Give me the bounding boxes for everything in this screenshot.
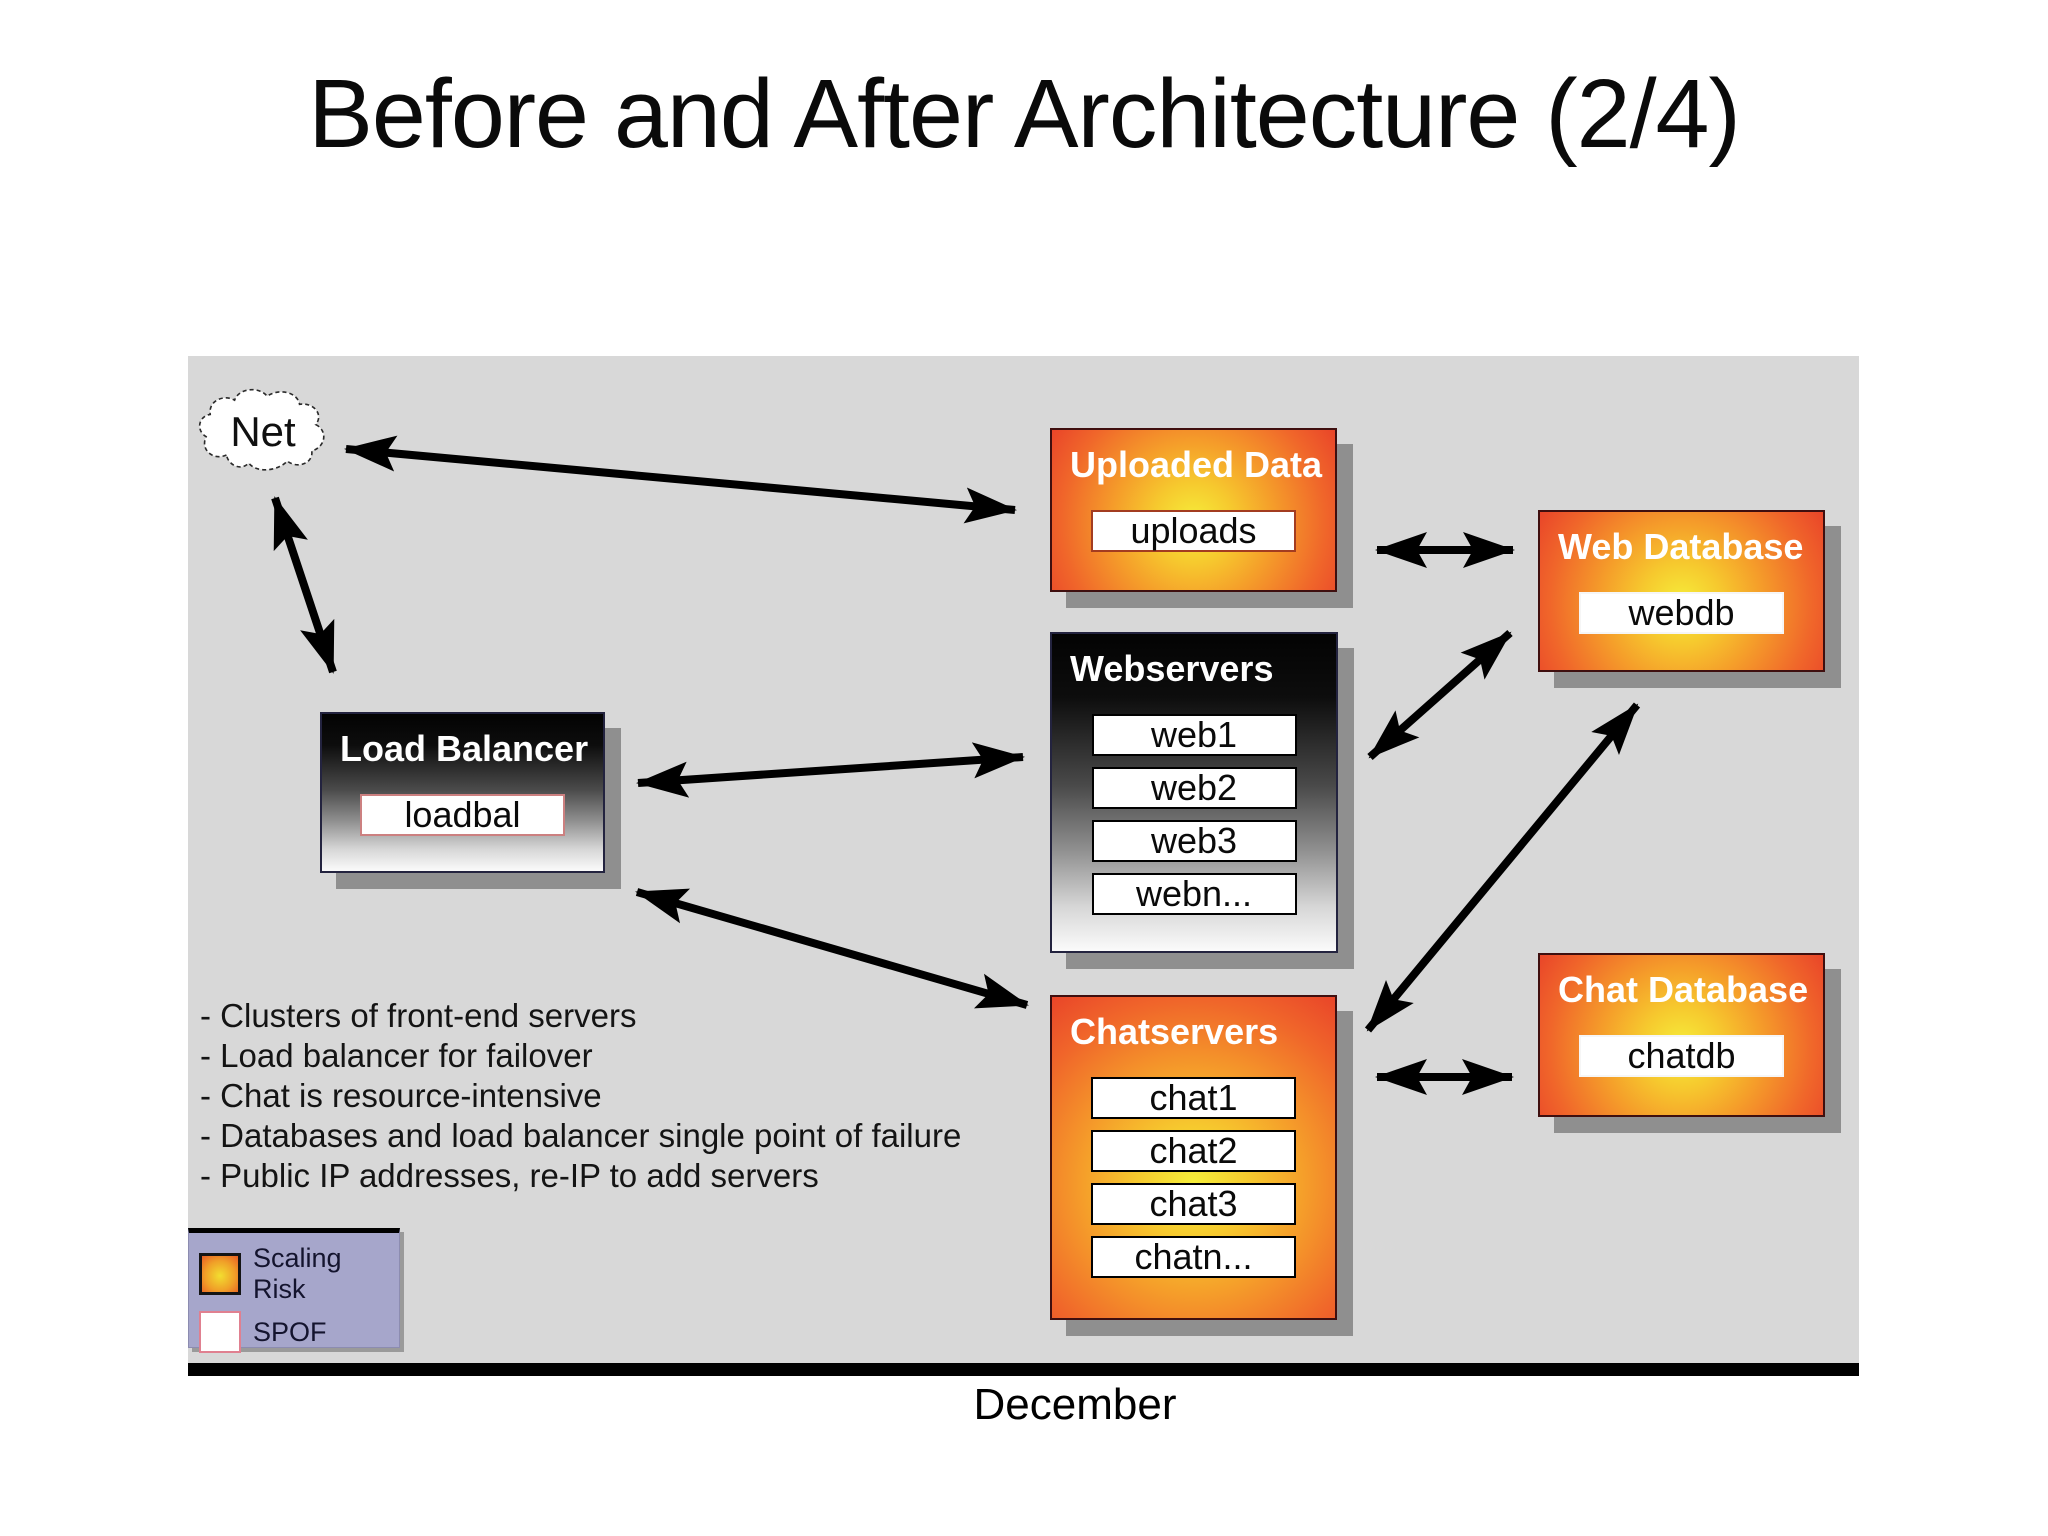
arrow-lb-webservers: [636, 742, 1025, 798]
spof-swatch: [199, 1311, 241, 1353]
arrow-chatservers-webdb: [1364, 702, 1641, 1033]
server-item: web2: [1091, 767, 1297, 809]
server-item: chat2: [1091, 1130, 1296, 1172]
server-item: chatn...: [1091, 1236, 1296, 1278]
legend-label: Scaling Risk: [253, 1243, 342, 1304]
net-cloud-label: Net: [230, 408, 296, 455]
note-line: - Databases and load balancer single poi…: [200, 1117, 962, 1154]
notes-list: - Clusters of front-end servers - Load b…: [200, 996, 1060, 1196]
arrow-net-loadbalancer: [271, 496, 337, 674]
node-title: Chat Database: [1558, 969, 1809, 1010]
server-item: webdb: [1579, 592, 1784, 634]
node-uploaded-data: Uploaded Data uploads: [1050, 428, 1337, 592]
node-title: Uploaded Data: [1070, 444, 1323, 485]
note-line: - Load balancer for failover: [200, 1037, 593, 1074]
node-webservers: Webservers web1 web2 web3 webn...: [1050, 632, 1338, 953]
node-chat-database: Chat Database chatdb: [1538, 953, 1825, 1117]
slide-title: Before and After Architecture (2/4): [308, 59, 1741, 168]
node-title: Chatservers: [1070, 1011, 1279, 1052]
note-line: - Public IP addresses, re-IP to add serv…: [200, 1157, 819, 1194]
node-load-balancer: Load Balancer loadbal: [320, 712, 605, 873]
note-line: - Clusters of front-end servers: [200, 997, 637, 1034]
legend: Scaling Risk SPOF: [188, 1228, 400, 1353]
architecture-diagram-panel: Net Load Balancer loadbal Uploaded Data …: [188, 356, 1859, 1376]
server-item: webn...: [1091, 873, 1297, 915]
scaling-risk-swatch: [199, 1253, 241, 1295]
arrow-webservers-webdb: [1367, 630, 1513, 760]
note-line: - Chat is resource-intensive: [200, 1077, 602, 1114]
server-item: web3: [1091, 820, 1297, 862]
cloud-icon: [198, 388, 325, 471]
server-item: loadbal: [360, 794, 565, 836]
legend-label: SPOF: [253, 1316, 327, 1347]
node-title: Webservers: [1070, 648, 1274, 689]
connection-arrows: [271, 435, 1641, 1095]
slide-caption: December: [973, 1380, 1177, 1429]
arrow-net-uploaded: [344, 435, 1017, 524]
arrow-lb-chatservers: [635, 888, 1029, 1009]
server-item: uploads: [1091, 510, 1296, 552]
net-cloud: Net: [196, 386, 330, 474]
server-item: chatdb: [1579, 1035, 1784, 1077]
node-title: Web Database: [1558, 526, 1804, 567]
legend-row: SPOF: [199, 1311, 399, 1353]
server-item: web1: [1091, 714, 1297, 756]
node-title: Load Balancer: [340, 728, 589, 769]
node-web-database: Web Database webdb: [1538, 510, 1825, 672]
server-item: chat3: [1091, 1183, 1296, 1225]
legend-row: Scaling Risk: [199, 1243, 399, 1305]
node-chatservers: Chatservers chat1 chat2 chat3 chatn...: [1050, 995, 1337, 1320]
server-item: chat1: [1091, 1077, 1296, 1119]
